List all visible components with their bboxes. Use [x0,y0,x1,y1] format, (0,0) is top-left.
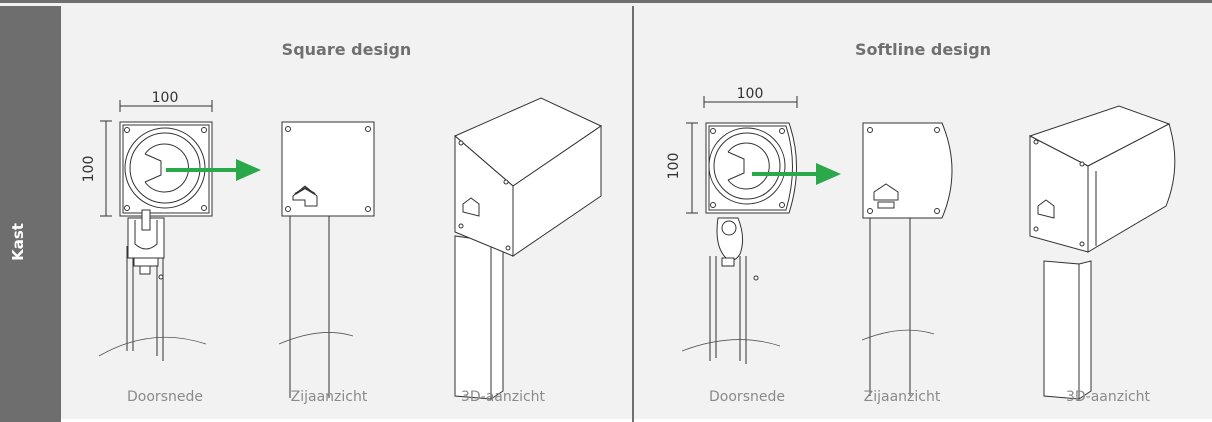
cross-section-square [98,121,213,361]
dimension-height-label: 100 [81,156,97,183]
3d-view-square [454,97,603,400]
side-view-softline [861,122,953,396]
caption-side-view-square: Zijaanzicht [290,389,368,405]
panel-softline-design: Softline design 100 100 [634,6,1212,422]
softline-design-drawing: 100 100 [666,86,1176,400]
panel-title-square: Square design [281,40,412,59]
caption-3d-view-square: 3D-aanzicht [460,389,546,405]
3d-view-softline [1028,105,1176,400]
dimension-height [100,120,112,217]
dimension-width-label: 100 [737,86,764,102]
square-design-drawing: 100 100 [81,90,603,400]
caption-side-view-softline: Zijaanzicht [863,389,941,405]
caption-cross-section-square: Doorsnede [127,389,203,405]
panel-square-design: Square design 100 100 [61,6,632,422]
dimension-width [703,96,798,108]
dimension-width [119,100,213,112]
dimension-height [686,122,698,214]
sidebar-label: Kast [9,223,27,261]
panel-title-softline: Softline design [854,40,992,59]
side-view-square [278,121,375,398]
cross-section-softline [681,122,797,364]
caption-cross-section-softline: Doorsnede [709,389,785,405]
dimension-width-label: 100 [152,90,179,106]
caption-3d-view-softline: 3D-aanzicht [1065,389,1151,405]
panel-divider [632,6,634,422]
arrow-icon [752,163,841,185]
arrow-icon [166,159,261,181]
dimension-height-label: 100 [666,153,682,180]
sidebar: Kast [0,6,61,422]
